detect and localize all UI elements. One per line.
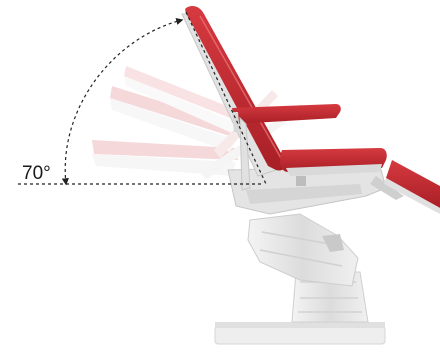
leg-rest [384,160,440,214]
chair-base [215,214,385,344]
seat-cushion [280,148,387,176]
floor-plate [215,326,385,344]
angle-label: 70° [22,163,51,184]
backrest-cushion [185,6,286,171]
